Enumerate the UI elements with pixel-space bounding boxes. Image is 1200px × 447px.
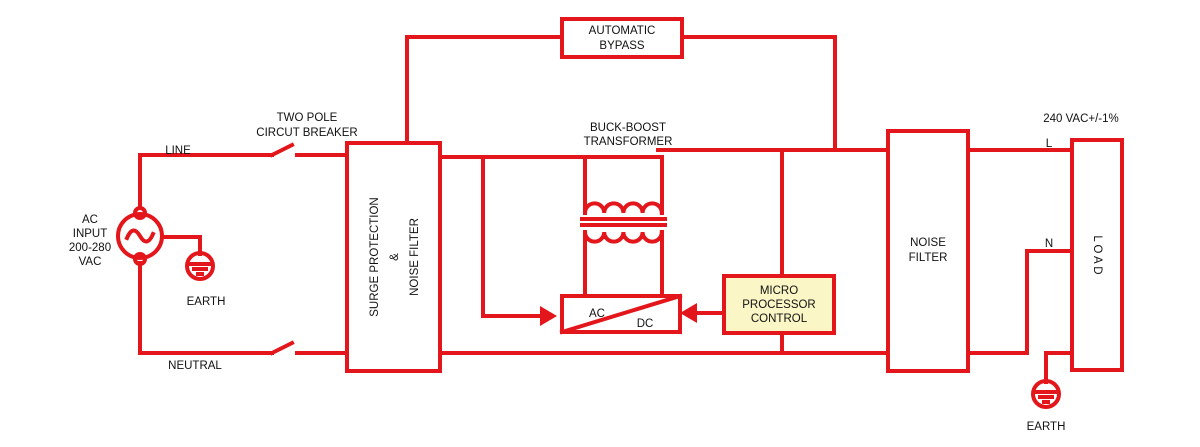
load-earth-wire xyxy=(1044,351,1074,384)
converter-dc-label: DC xyxy=(637,318,654,330)
breaker-neutral-contact xyxy=(269,340,295,356)
load-box xyxy=(1070,138,1124,372)
earth-icon-right xyxy=(1031,379,1061,409)
buck-boost-transformer-icon xyxy=(580,201,667,244)
breaker-label-2: CIRCUT BREAKER xyxy=(256,127,357,139)
earth-label-left: EARTH xyxy=(187,296,226,308)
converter-ac-label: AC xyxy=(589,308,605,320)
n-terminal-label: N xyxy=(1045,238,1053,250)
source-earth-wire xyxy=(161,235,202,256)
line-wire-left xyxy=(138,153,274,209)
ac-dc-converter xyxy=(559,293,683,335)
two-pole-breaker xyxy=(269,142,295,356)
output-voltage-label: 240 VAC+/-1% xyxy=(1043,113,1119,125)
bypass-label-2: BYPASS xyxy=(599,40,644,52)
micro-label-1: MICRO xyxy=(760,285,798,297)
filter-neutral-out xyxy=(966,249,1074,355)
input-label-4: VAC xyxy=(79,256,102,268)
automatic-bypass-box xyxy=(560,17,684,59)
wiring xyxy=(138,35,1074,384)
noise-filter-label-2: FILTER xyxy=(909,252,948,264)
arrow-from-controller-icon xyxy=(680,303,697,323)
noise-filter-vertical-label: NOISE FILTER xyxy=(409,218,421,296)
line-to-converter xyxy=(481,155,547,318)
earth-icon-left xyxy=(185,251,215,281)
micro-label-2: PROCESSOR xyxy=(742,299,816,311)
micro-label-3: CONTROL xyxy=(751,313,808,325)
arrow-to-converter-icon xyxy=(540,306,557,326)
ampersand-label: & xyxy=(389,253,401,261)
neutral-label: NEUTRAL xyxy=(168,360,222,372)
micro-processor-control-box xyxy=(722,274,836,335)
input-label-2: INPUT xyxy=(73,228,108,240)
transformer-right-lead xyxy=(656,148,890,215)
line-label: LINE xyxy=(165,145,191,157)
load-label: L O A D xyxy=(1091,235,1103,274)
bypass-wire xyxy=(405,35,837,152)
transformer-label-1: BUCK-BOOST xyxy=(590,122,666,134)
l-terminal-label: L xyxy=(1046,138,1053,150)
noise-filter-box xyxy=(886,129,970,373)
ac-source-icon xyxy=(116,206,164,266)
earth-label-right: EARTH xyxy=(1027,421,1066,433)
input-label-3: 200-280 xyxy=(69,242,111,254)
bypass-label-1: AUTOMATIC xyxy=(589,25,656,37)
neutral-wire-left xyxy=(138,261,274,355)
noise-filter-label-1: NOISE xyxy=(910,237,946,249)
transformer-label-2: TRANSFORMER xyxy=(584,136,673,148)
breaker-line-contact xyxy=(269,142,295,158)
input-label-1: AC xyxy=(82,214,98,226)
surge-protection-label: SURGE PROTECTION xyxy=(369,197,381,316)
breaker-label-1: TWO POLE xyxy=(277,112,338,124)
surge-protection-box xyxy=(345,141,442,373)
